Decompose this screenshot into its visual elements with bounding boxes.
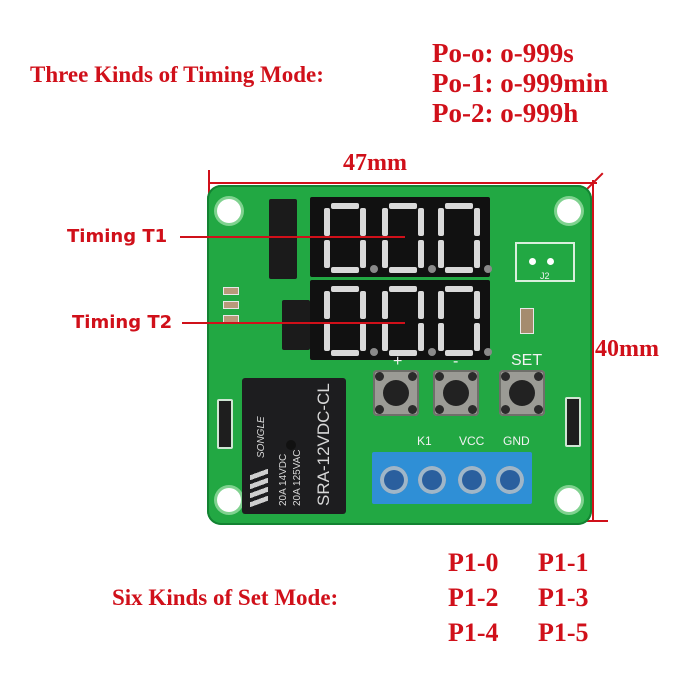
timing-mode-p0-0: Po-o: o-999s [432,38,574,68]
plus-button-cap[interactable] [383,380,409,406]
minus-button-cap[interactable] [443,380,469,406]
minus-button[interactable] [433,370,479,416]
set-button-silk: SET [511,352,543,369]
mount-hole-bottom-right [557,488,581,512]
set-mode-list: P1-0 P1-1 P1-2 P1-3 P1-4 P1-5 [448,545,628,650]
relay-rating-1: 20A 14VDC [278,453,289,506]
smd-diode-left [217,399,233,449]
height-dimension-tick-bottom [578,520,608,522]
timing-t1-pointer-line [180,236,405,238]
timing-mode-label: Three Kinds of Timing Mode: [30,62,324,87]
screw-terminal-vcc[interactable] [458,466,486,494]
j2-connector-outline [515,242,575,282]
width-dimension-line [209,182,597,184]
width-dimension-label: 47mm [343,150,407,176]
set-mode-p1-1: P1-1 [538,548,589,577]
mount-hole-bottom-left [217,488,241,512]
set-mode-p1-4: P1-4 [448,618,499,647]
set-button[interactable] [499,370,545,416]
relay-rating-2: 20A 125VAC [292,449,303,506]
crystal-component [520,308,534,334]
j2-pad-1 [529,258,536,265]
display-t1-digit-2 [382,203,436,273]
relay-brand-logo-icon [250,466,268,508]
set-mode-p1-2: P1-2 [448,583,499,612]
smd-diode-right [565,397,581,447]
relay-brand: SONGLE [256,416,267,458]
smd-component-c1 [223,287,239,295]
timing-t2-pointer-line [182,322,405,324]
set-mode-p1-3: P1-3 [538,583,589,612]
minus-button-silk: - [453,353,459,370]
screw-terminal-1[interactable] [380,466,408,494]
height-dimension-label: 40mm [595,336,659,362]
display-t2-digit-2 [382,286,436,356]
height-dimension-line [592,180,594,522]
timing-mode-p0-2: Po-2: o-999h [432,98,579,128]
smd-component-r [223,301,239,309]
plus-button-silk: + [393,353,403,370]
terminal-label-k1: K1 [417,434,432,448]
mount-hole-top-right [557,199,581,223]
relay-component: SRA-12VDC-CL 20A 14VDC 20A 125VAC SONGLE [242,378,346,514]
display-t1-digit-3 [438,203,492,273]
mount-hole-top-left [217,199,241,223]
display-t1-digit-1 [324,203,378,273]
terminal-label-vcc: VCC [459,434,485,448]
set-mode-p1-5: P1-5 [538,618,589,647]
display-t2-digit-1 [324,286,378,356]
plus-button[interactable] [373,370,419,416]
screw-terminal-k1[interactable] [418,466,446,494]
set-mode-label: Six Kinds of Set Mode: [112,585,339,610]
screw-terminal-block [372,452,532,504]
display-t2 [310,280,492,360]
width-dimension-tick-right [586,172,604,190]
screw-terminal-gnd[interactable] [496,466,524,494]
j2-pad-2 [547,258,554,265]
width-dimension-tick-left [208,170,210,196]
shift-register-chip [269,199,297,279]
set-button-cap[interactable] [509,380,535,406]
set-mode-p1-0: P1-0 [448,548,499,577]
terminal-label-gnd: GND [503,434,530,448]
microcontroller-chip [282,300,310,350]
j2-silk-label: J2 [540,271,550,281]
relay-center-pin [286,440,296,450]
timing-mode-p0-1: Po-1: o-999min [432,68,609,98]
relay-model: SRA-12VDC-CL [314,383,333,506]
timing-t1-callout: Timing T1 [67,226,168,247]
timing-mode-list: Po-o: o-999s Po-1: o-999min Po-2: o-999h [432,38,608,128]
display-t2-digit-3 [438,286,492,356]
timing-t2-callout: Timing T2 [72,312,173,333]
